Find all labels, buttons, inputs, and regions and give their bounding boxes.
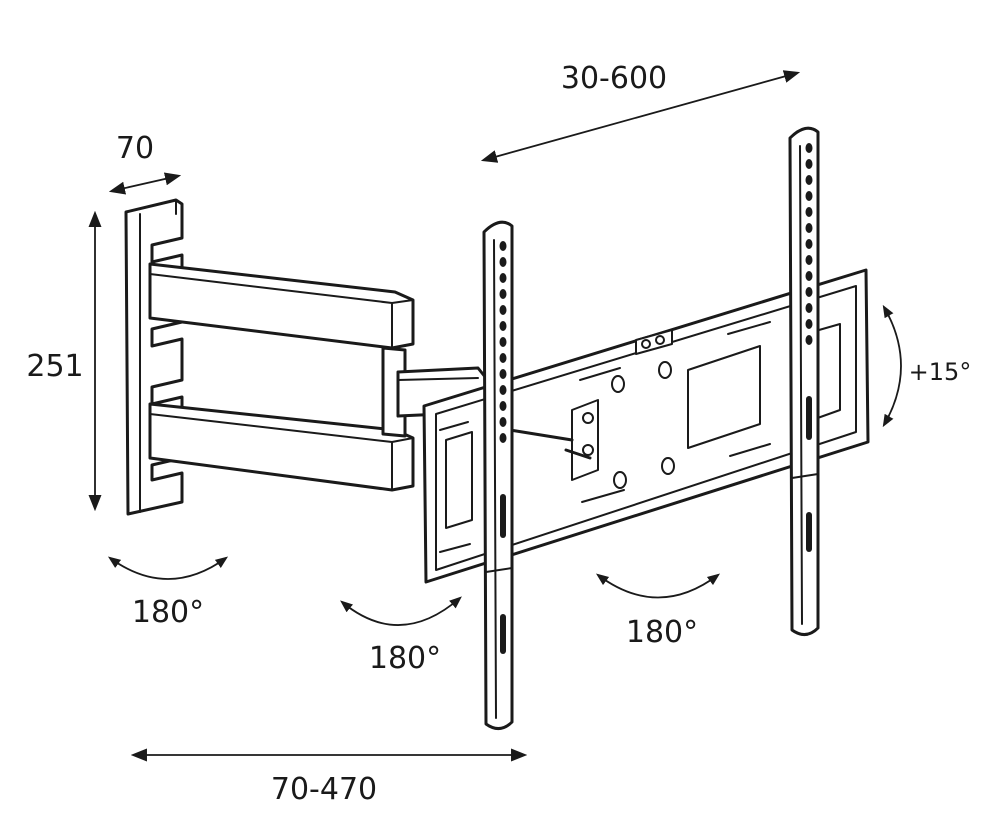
lower-arm bbox=[148, 402, 415, 492]
right-vertical-bracket bbox=[788, 126, 820, 636]
vesa-plate bbox=[422, 268, 870, 584]
wall-plate bbox=[124, 198, 184, 516]
left-bracket-holes bbox=[499, 241, 507, 654]
dim-height-label: 251 bbox=[26, 349, 83, 384]
left-vertical-bracket bbox=[482, 220, 514, 730]
right-bracket-holes bbox=[805, 143, 813, 552]
plate-swivel-arc bbox=[595, 573, 721, 599]
dim-depth-label: 70 bbox=[116, 131, 154, 166]
dim-depth-arrow bbox=[108, 172, 182, 195]
dim-vesa-label: 30-600 bbox=[561, 61, 667, 96]
arm-swivel-arc bbox=[340, 596, 462, 626]
labels: 70 251 70-470 30-600 180° 180° 180° +15° bbox=[26, 61, 971, 807]
tilt-arc bbox=[882, 304, 902, 428]
dim-vesa-arrow bbox=[480, 70, 801, 163]
plate-swivel-label: 180° bbox=[626, 615, 698, 650]
tilt-label: +15° bbox=[909, 358, 972, 386]
dim-wall-distance-label: 70-470 bbox=[271, 772, 377, 807]
arm-swivel-label: 180° bbox=[369, 641, 441, 676]
wall-swivel-label: 180° bbox=[132, 595, 204, 630]
wall-swivel-arc bbox=[107, 556, 229, 580]
upper-arm bbox=[148, 262, 415, 350]
rotation-arcs bbox=[107, 304, 902, 626]
dimension-lines bbox=[88, 70, 801, 762]
